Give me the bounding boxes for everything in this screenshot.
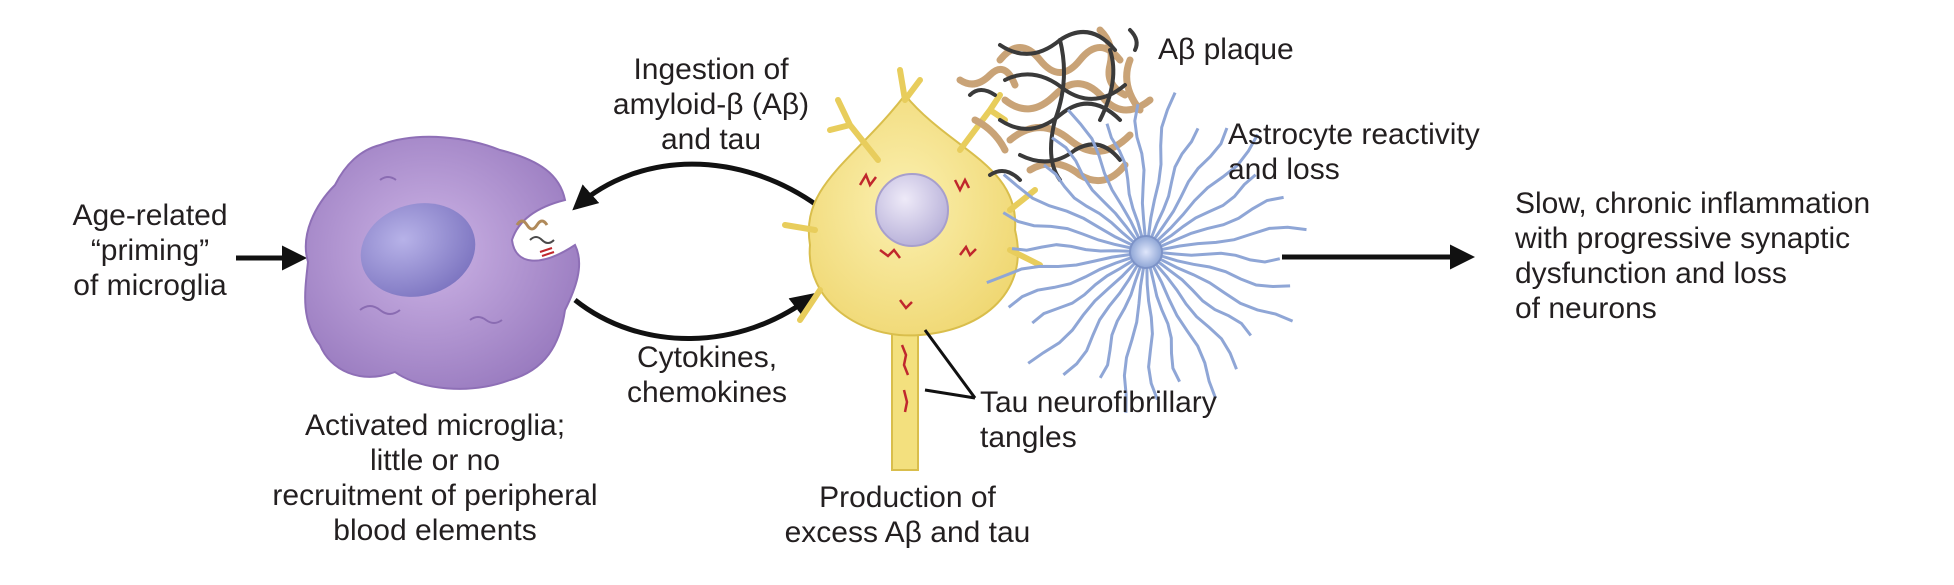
tangles-line-1: Tau neurofibrillary <box>980 386 1217 419</box>
astrocyte-process <box>1147 91 1177 237</box>
astrocyte-process <box>1031 259 1134 325</box>
astrocyte-process <box>1153 127 1229 240</box>
astrocyte-process <box>1011 243 1131 253</box>
astrocyte-process <box>1157 260 1252 337</box>
astrocyte-process <box>1062 264 1139 376</box>
astrocyte-process <box>1154 263 1238 370</box>
astrocyte-cell <box>986 91 1307 413</box>
astrocyte-process <box>1002 211 1131 250</box>
astrocyte-process <box>1158 173 1257 245</box>
astrocyte-process <box>1122 267 1145 413</box>
neuron-cell <box>782 67 1043 471</box>
astrocyte-process <box>1156 133 1259 242</box>
microglia-line-3: recruitment of peripheral <box>272 479 598 512</box>
astrocyte-process <box>1007 256 1132 309</box>
cytokines-label: Cytokines, chemokines <box>617 340 797 410</box>
astrocyte-process <box>1161 225 1307 251</box>
cytokines-line-1: Cytokines, <box>636 341 778 374</box>
microglia-line-4: blood elements <box>333 514 537 547</box>
ingestion-line-2: amyloid-β (Aβ) <box>612 88 810 121</box>
microglia-label: Activated microglia; little or no recrui… <box>245 408 625 548</box>
inflammation-line-4: of neurons <box>1515 292 1657 325</box>
tau-tangles <box>858 172 977 413</box>
priming-label: Age-related “priming” of microglia <box>60 198 240 303</box>
neuron-nucleus <box>875 173 949 247</box>
astrocyte-process <box>1145 267 1159 401</box>
astrocyte-process <box>1051 136 1138 241</box>
plaque-line-1: Aβ plaque <box>1158 33 1294 66</box>
ingestion-line-3: and tau <box>660 123 762 156</box>
plaque-label: Aβ plaque <box>1158 32 1328 67</box>
microglia-line-1: Activated microglia; <box>304 409 566 442</box>
astrocyte-line-2: and loss <box>1228 153 1340 186</box>
inflammation-line-1: Slow, chronic inflammation <box>1515 187 1871 220</box>
inflammation-line-2: with progressive synaptic <box>1515 222 1851 255</box>
cytokines-arrow <box>573 292 816 341</box>
astrocyte-process <box>1133 103 1147 237</box>
ingestion-line-1: Ingestion of <box>633 53 789 86</box>
tangles-label: Tau neurofibrillary tangles <box>980 385 1280 455</box>
astrocyte-process <box>1150 127 1200 238</box>
astrocyte-process <box>1027 262 1136 365</box>
astrocyte-process <box>1002 173 1133 247</box>
production-line-1: Production of <box>819 481 996 514</box>
inflammation-line-3: dysfunction and loss <box>1515 257 1787 290</box>
astrocyte-process <box>1098 266 1142 379</box>
production-label: Production of excess Aβ and tau <box>765 480 1050 550</box>
astrocyte-process <box>1043 163 1135 244</box>
astrocyte-process <box>1161 254 1291 289</box>
astrocyte-process <box>1160 195 1284 248</box>
ingestion-arrow <box>572 161 820 211</box>
astrocyte-process <box>1161 251 1281 264</box>
tangles-line-2: tangles <box>980 421 1077 454</box>
microglia-nucleus <box>360 203 476 297</box>
cytokines-line-2: chemokines <box>626 376 788 409</box>
astrocyte-process <box>1105 123 1144 237</box>
astrocyte-process <box>986 253 1131 284</box>
tangles-leader <box>923 329 977 400</box>
astrocyte-process <box>1148 267 1181 383</box>
astrocyte-process <box>1159 257 1294 323</box>
priming-line-2: “priming” <box>90 234 210 267</box>
production-line-2: excess Aβ and tau <box>784 516 1031 549</box>
inflammation-label: Slow, chronic inflammation with progress… <box>1515 186 1935 326</box>
astrocyte-line-1: Astrocyte reactivity <box>1228 118 1480 151</box>
astrocyte-process <box>1066 108 1141 239</box>
priming-line-1: Age-related <box>72 199 228 232</box>
astrocyte-process <box>1151 265 1218 399</box>
microglia-line-2: little or no <box>369 444 501 477</box>
priming-line-3: of microglia <box>73 269 227 302</box>
ingestion-label: Ingestion of amyloid-β (Aβ) and tau <box>588 52 834 157</box>
activated-microglia-cell <box>304 135 581 390</box>
astrocyte-label: Astrocyte reactivity and loss <box>1228 117 1558 187</box>
ingested-amyloid-debris <box>515 219 555 257</box>
